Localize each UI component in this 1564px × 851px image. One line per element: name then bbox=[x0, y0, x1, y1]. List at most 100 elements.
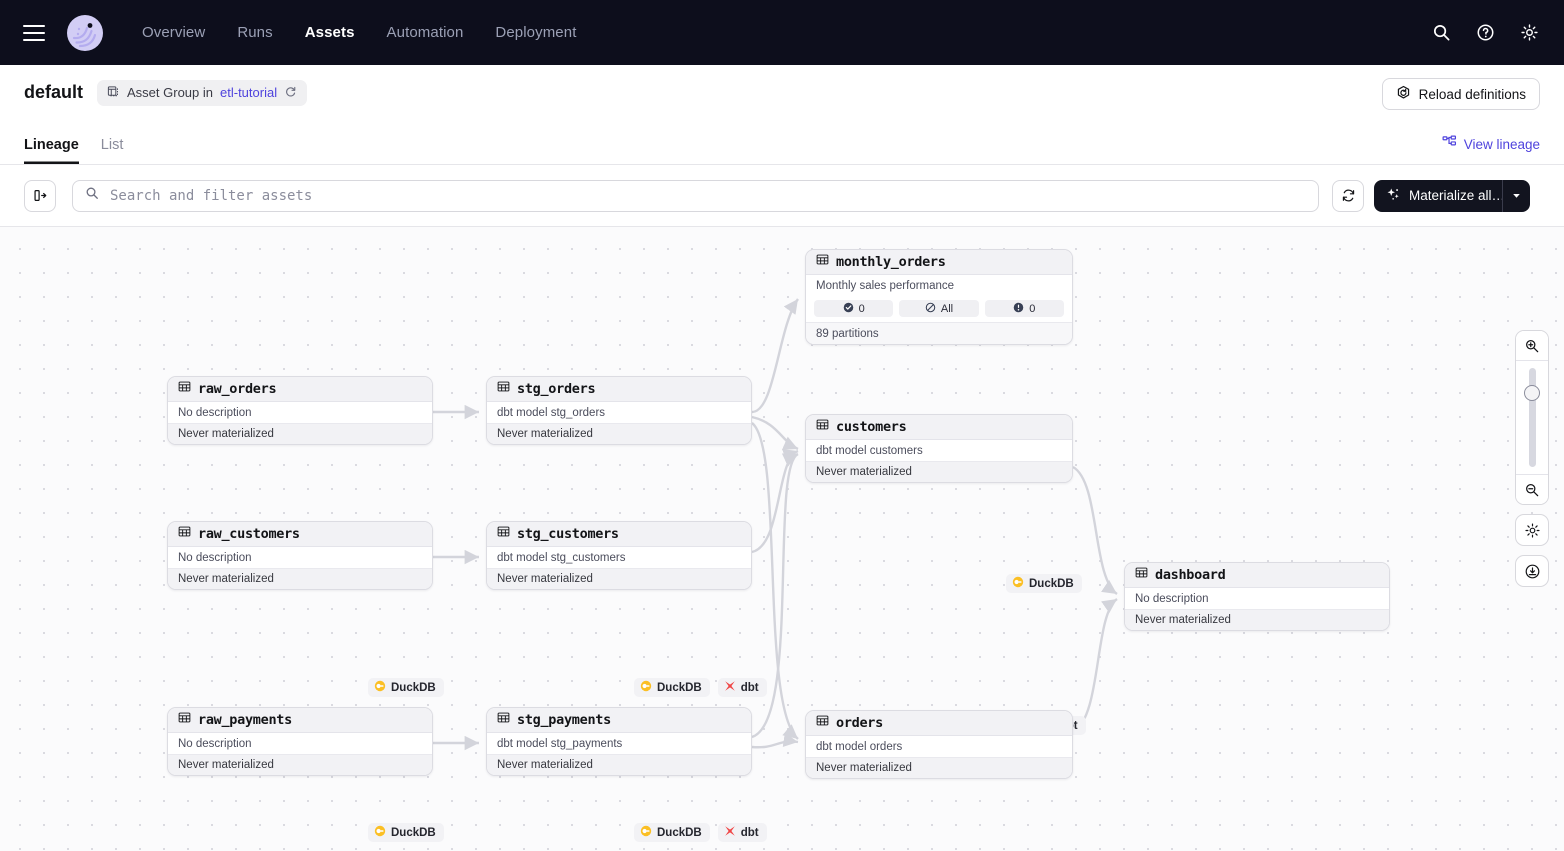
chip-missing[interactable]: All bbox=[899, 300, 979, 317]
search-icon[interactable] bbox=[1424, 16, 1458, 50]
nav-link-overview[interactable]: Overview bbox=[142, 24, 206, 41]
fit-to-screen-icon[interactable] bbox=[1515, 555, 1549, 587]
asset-group-link[interactable]: etl-tutorial bbox=[220, 85, 278, 100]
asset-node-header: stg_customers bbox=[487, 522, 751, 547]
tab-list[interactable]: List bbox=[100, 137, 124, 153]
top-navigation-bar: Overview Runs Assets Automation Deployme… bbox=[0, 0, 1564, 65]
asset-node-status: Never materialized bbox=[806, 461, 1072, 482]
asset-node-raw_orders[interactable]: raw_orders No description Never material… bbox=[167, 376, 433, 445]
materialize-all-button[interactable]: Materialize all… bbox=[1374, 180, 1502, 212]
asset-node-title: monthly_orders bbox=[836, 254, 946, 270]
nav-link-assets[interactable]: Assets bbox=[304, 24, 355, 41]
duckdb-icon bbox=[640, 680, 652, 695]
zoom-in-icon[interactable] bbox=[1516, 331, 1548, 360]
asset-node-description: dbt model orders bbox=[806, 736, 1072, 757]
nav-link-deployment[interactable]: Deployment bbox=[495, 24, 577, 41]
asset-group-breadcrumb[interactable]: Asset Group in etl-tutorial bbox=[97, 79, 308, 106]
asset-node-header: customers bbox=[806, 415, 1072, 440]
tab-bar: Lineage List View lineage bbox=[0, 120, 1564, 165]
tag-label: DuckDB bbox=[1029, 577, 1074, 590]
search-input[interactable] bbox=[108, 186, 1306, 205]
asset-node-stg_payments[interactable]: stg_payments dbt model stg_payments Neve… bbox=[486, 707, 752, 776]
asset-node-description: No description bbox=[168, 733, 432, 754]
asset-node-header: stg_payments bbox=[487, 708, 751, 733]
duckdb-icon bbox=[1012, 576, 1024, 591]
tag-label: DuckDB bbox=[657, 826, 702, 839]
asset-node-status: Never materialized bbox=[487, 568, 751, 589]
tag-label: dbt bbox=[740, 826, 759, 839]
asset-node-orders[interactable]: orders dbt model orders Never materializ… bbox=[805, 710, 1073, 779]
tag-label: DuckDB bbox=[391, 681, 436, 694]
chip-missing-label: All bbox=[940, 302, 954, 315]
hamburger-menu-icon[interactable] bbox=[23, 24, 45, 41]
dbt-icon bbox=[724, 680, 736, 695]
chip-failed-label: 0 bbox=[1029, 302, 1036, 315]
zoom-out-icon[interactable] bbox=[1516, 475, 1548, 504]
zoom-slider-thumb[interactable] bbox=[1524, 385, 1540, 401]
asset-node-stg_orders[interactable]: stg_orders dbt model stg_orders Never ma… bbox=[486, 376, 752, 445]
asset-node-dashboard[interactable]: dashboard No description Never materiali… bbox=[1124, 562, 1390, 631]
search-icon bbox=[85, 186, 99, 205]
asset-lineage-graph[interactable]: monthly_orders Monthly sales performance… bbox=[0, 227, 1564, 851]
search-filter-box[interactable] bbox=[72, 179, 1319, 212]
refresh-icon[interactable] bbox=[284, 85, 297, 101]
asset-node-description: No description bbox=[168, 402, 432, 423]
asset-node-status: Never materialized bbox=[168, 423, 432, 444]
tag-dbt[interactable]: dbt bbox=[717, 678, 767, 697]
asset-node-raw_customers[interactable]: raw_customers No description Never mater… bbox=[167, 521, 433, 590]
asset-node-header: raw_orders bbox=[168, 377, 432, 402]
asset-node-title: raw_customers bbox=[198, 526, 300, 542]
asset-node-monthly_orders[interactable]: monthly_orders Monthly sales performance… bbox=[805, 249, 1073, 345]
help-icon[interactable] bbox=[1468, 16, 1502, 50]
table-icon bbox=[178, 525, 191, 543]
asset-node-header: dashboard bbox=[1125, 563, 1389, 588]
tag-duckdb[interactable]: DuckDB bbox=[634, 678, 710, 697]
zoom-slider-stack bbox=[1515, 330, 1549, 505]
asset-node-title: raw_payments bbox=[198, 712, 292, 728]
chip-failed[interactable]: 0 bbox=[984, 300, 1064, 317]
asset-node-description: No description bbox=[1125, 588, 1389, 609]
tag-label: DuckDB bbox=[391, 826, 436, 839]
asset-node-description: dbt model stg_customers bbox=[487, 547, 751, 568]
dagster-logo[interactable] bbox=[66, 14, 104, 52]
graph-settings-gear-icon[interactable] bbox=[1515, 514, 1549, 546]
asset-node-customers[interactable]: customers dbt model customers Never mate… bbox=[805, 414, 1073, 483]
tag-duckdb[interactable]: DuckDB bbox=[1006, 574, 1082, 593]
reload-definitions-button[interactable]: Reload definitions bbox=[1381, 78, 1540, 110]
table-icon bbox=[178, 380, 191, 398]
table-icon bbox=[1135, 566, 1148, 584]
nav-link-automation[interactable]: Automation bbox=[386, 24, 464, 41]
asset-tags-stg_customers: DuckDB dbt bbox=[634, 823, 767, 842]
table-icon bbox=[816, 714, 829, 732]
settings-gear-icon[interactable] bbox=[1512, 16, 1546, 50]
asset-toolbar: Materialize all… bbox=[0, 165, 1564, 227]
zoom-slider-rail bbox=[1528, 368, 1536, 467]
nav-actions bbox=[1424, 0, 1546, 65]
sidebar-toggle-icon[interactable] bbox=[24, 179, 56, 212]
nav-link-runs[interactable]: Runs bbox=[237, 24, 273, 41]
asset-node-stg_customers[interactable]: stg_customers dbt model stg_customers Ne… bbox=[486, 521, 752, 590]
tag-duckdb[interactable]: DuckDB bbox=[368, 678, 444, 697]
page-title: default bbox=[24, 82, 84, 102]
asset-node-status: Never materialized bbox=[1125, 609, 1389, 630]
chip-materialized[interactable]: 0 bbox=[814, 300, 894, 317]
asset-node-raw_payments[interactable]: raw_payments No description Never materi… bbox=[167, 707, 433, 776]
tab-lineage[interactable]: Lineage bbox=[24, 137, 79, 164]
asset-tags-stg_orders: DuckDB dbt bbox=[634, 678, 767, 697]
materialize-all-label: Materialize all… bbox=[1409, 188, 1502, 203]
tag-dbt[interactable]: dbt bbox=[717, 823, 767, 842]
tag-duckdb[interactable]: DuckDB bbox=[368, 823, 444, 842]
materialize-dropdown-caret[interactable] bbox=[1502, 179, 1530, 212]
materialize-all-button-group[interactable]: Materialize all… bbox=[1374, 179, 1530, 212]
edge-stg_payments-customers bbox=[751, 452, 799, 739]
tag-duckdb[interactable]: DuckDB bbox=[634, 823, 710, 842]
tag-label: dbt bbox=[740, 681, 759, 694]
zoom-slider[interactable] bbox=[1516, 360, 1548, 475]
dbt-icon bbox=[724, 825, 736, 840]
asset-tags-raw_customers: DuckDB bbox=[368, 823, 444, 842]
view-lineage-link[interactable]: View lineage bbox=[1442, 135, 1540, 153]
chip-materialized-label: 0 bbox=[858, 302, 865, 315]
asset-node-description: No description bbox=[168, 547, 432, 568]
table-icon bbox=[816, 253, 829, 271]
refresh-graph-button[interactable] bbox=[1332, 179, 1364, 212]
